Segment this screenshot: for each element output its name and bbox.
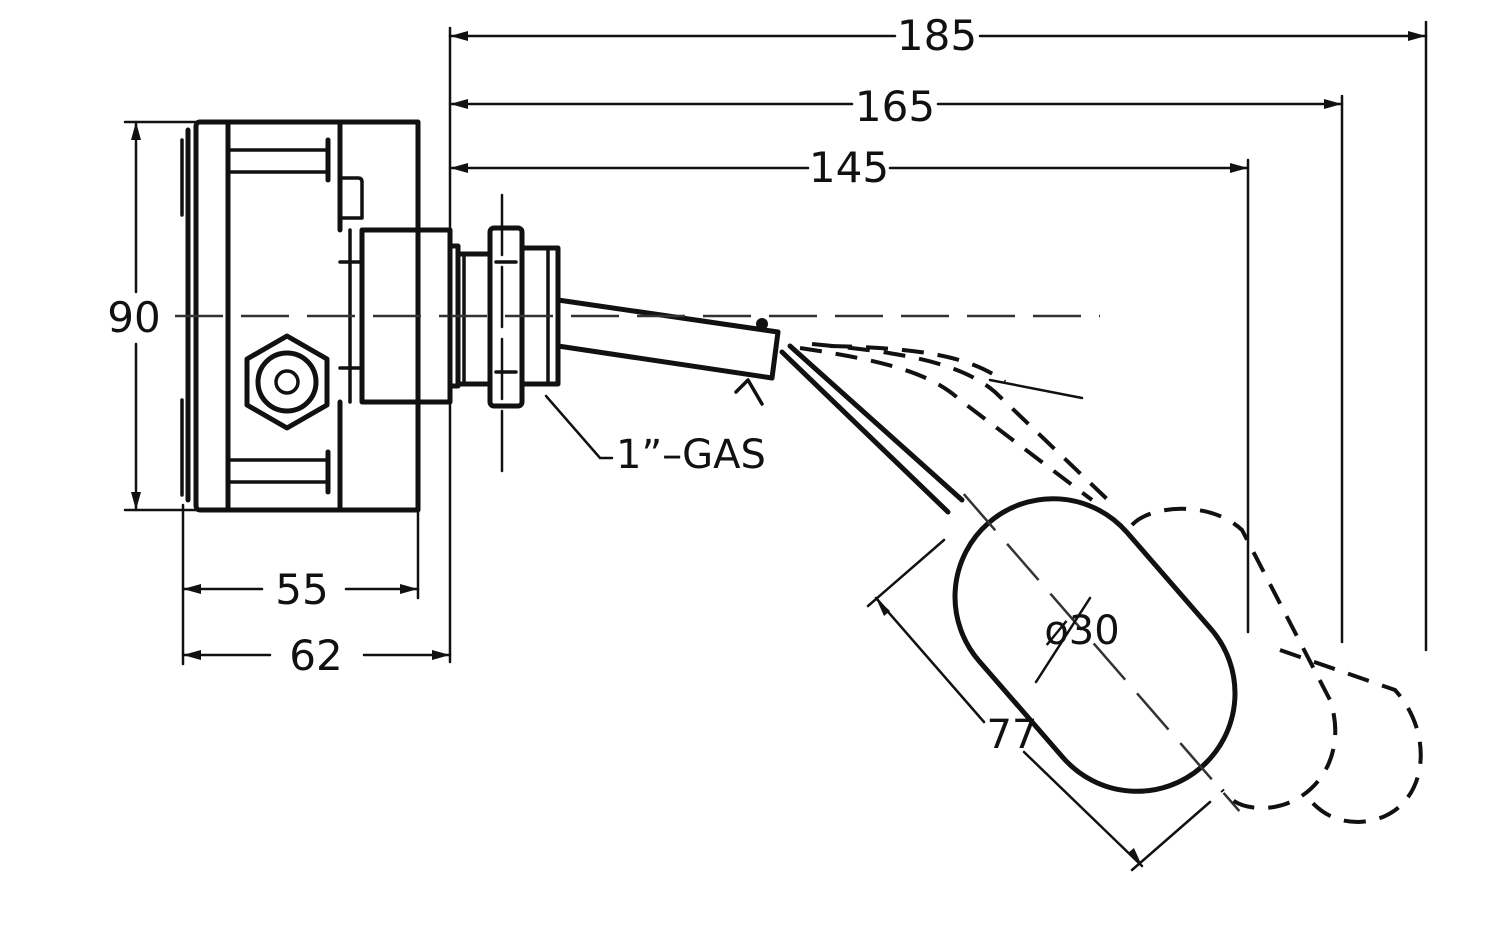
hex-nut-icon [244, 333, 330, 431]
dimension-55: 55 [275, 565, 328, 614]
thread-label: 1”–GAS [616, 432, 766, 478]
dimension-165: 165 [855, 82, 935, 131]
dimension-90: 90 [107, 293, 160, 342]
housing [180, 119, 561, 513]
dimension-lines [123, 20, 1428, 872]
dimension-145: 145 [809, 143, 889, 192]
stem-and-float [555, 297, 1423, 825]
float-length-label: 77 [987, 712, 1038, 758]
dimension-62: 62 [289, 631, 342, 680]
float-diameter-label: ø30 [1044, 608, 1119, 654]
dimension-185: 185 [897, 11, 977, 60]
